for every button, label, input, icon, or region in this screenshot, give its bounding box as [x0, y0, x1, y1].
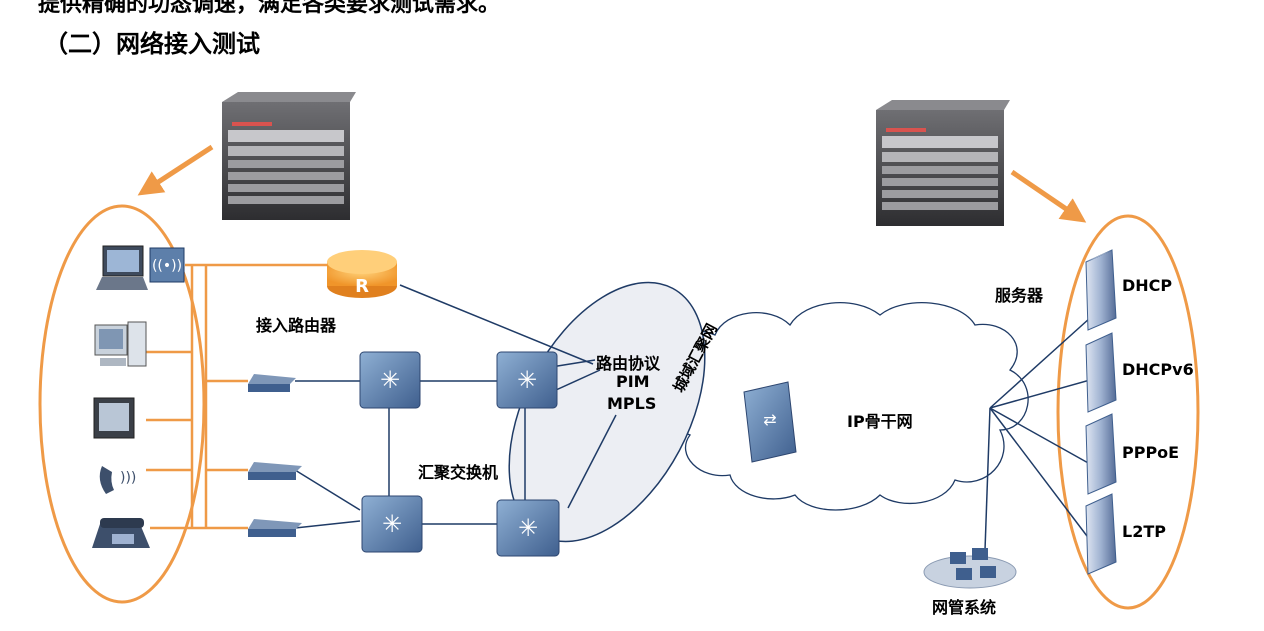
client-bus: [146, 263, 330, 530]
client-group-ellipse: [38, 204, 206, 604]
access-router-label: 接入路由器: [256, 316, 337, 335]
svg-text:✳: ✳: [517, 366, 537, 394]
server-group-ellipse: [1056, 214, 1200, 610]
right-arrow: [1010, 169, 1087, 223]
monitor-icon: [93, 397, 135, 439]
server-icon: [1085, 332, 1117, 413]
wireless-ap-icon: ((•)): [149, 247, 185, 283]
mpls-label: MPLS: [607, 394, 657, 413]
svg-text:✳: ✳: [382, 510, 402, 538]
svg-text:✳: ✳: [380, 366, 400, 394]
network-links: [294, 284, 1091, 551]
switch-icon: ✳: [359, 351, 421, 409]
svg-text:))): ))): [120, 470, 136, 486]
nms-label: 网管系统: [932, 598, 997, 617]
server-label-dhcpv6: DHCPv6: [1122, 360, 1194, 379]
svg-text:((•)): ((•)): [152, 258, 182, 274]
svg-text:✳: ✳: [518, 514, 538, 542]
left-arrow: [137, 144, 214, 196]
section-title: （二）网络接入测试: [44, 29, 260, 58]
server-label-dhcp: DHCP: [1122, 276, 1173, 295]
modem-icon: [248, 519, 302, 537]
switch-icon: ✳: [496, 351, 558, 409]
server-icon: [1085, 249, 1117, 331]
chassis-icon: [222, 92, 356, 220]
switch-icon: ✳: [361, 495, 423, 553]
server-label-l2tp: L2TP: [1122, 522, 1166, 541]
agg-switch-label: 汇聚交换机: [418, 463, 499, 482]
svg-text:R: R: [355, 276, 369, 297]
desktop-icon: [94, 321, 147, 367]
ip-backbone-label: IP骨干网: [847, 412, 913, 431]
laptop-icon: [96, 245, 148, 290]
server-icon: [1085, 493, 1117, 575]
svg-text:⇄: ⇄: [763, 410, 776, 429]
firewall-icon: ⇄: [743, 381, 797, 463]
modem-icon: [248, 462, 302, 480]
previous-line-text: 提供精确的功态调速，满足各类要求测试需求。: [38, 0, 501, 17]
servers-label: 服务器: [995, 286, 1044, 305]
phone-icon: ))): [99, 466, 136, 494]
chassis-icon: [876, 100, 1010, 226]
desk-phone-icon: [92, 518, 150, 548]
server-icon: [1085, 413, 1117, 495]
pim-label: PIM: [616, 372, 650, 391]
switch-icon: ✳: [496, 499, 560, 557]
modem-icon: [248, 374, 296, 392]
nms-icon: [923, 548, 1017, 589]
server-label-pppoe: PPPoE: [1122, 443, 1180, 462]
routing-protocol-label: 路由协议: [596, 354, 661, 373]
router-icon: R: [327, 250, 397, 298]
cloud-icon: [665, 302, 1029, 511]
